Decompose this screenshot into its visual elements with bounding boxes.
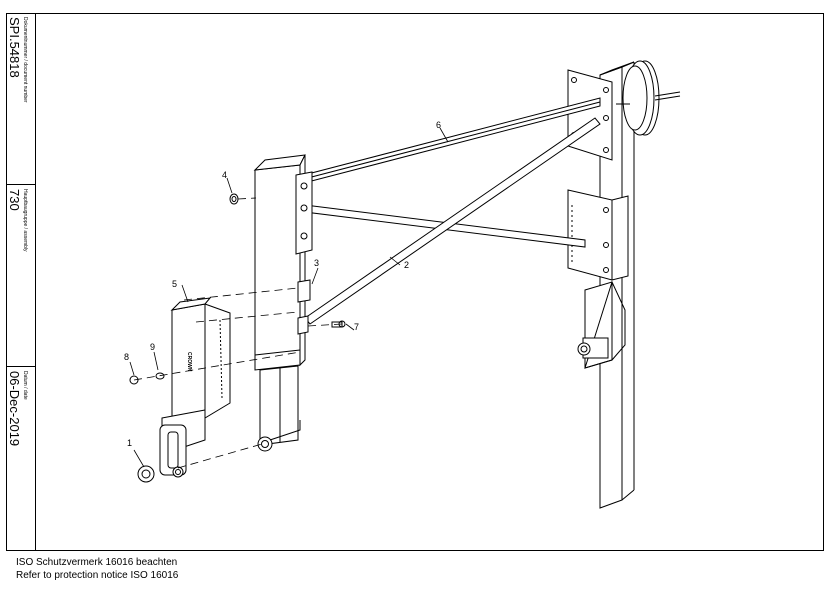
right-mid-clamp <box>567 189 629 281</box>
callout-3: 3 <box>314 258 319 268</box>
callout-4: 4 <box>222 170 227 180</box>
callout-1: 1 <box>127 438 132 448</box>
exploded-assembly-drawing: 1 2 3 4 5 6 7 8 9 CROWN <box>124 60 681 509</box>
diagonal-strut <box>304 117 601 325</box>
washer-part-1 <box>137 465 155 483</box>
leader-lines <box>129 127 449 468</box>
drawing-frame <box>6 13 824 551</box>
assembly-label: Hauptbaugruppe / assembly <box>22 189 28 252</box>
left-upright <box>253 154 313 452</box>
pulley-wheel <box>616 60 681 136</box>
left-arm <box>159 297 231 478</box>
callout-5: 5 <box>172 279 177 289</box>
protection-notice: ISO Schutzvermerk 16016 beachten Refer t… <box>16 556 178 582</box>
callout-9: 9 <box>150 342 155 352</box>
date-label: Datum / date <box>22 371 28 400</box>
right-upright <box>577 61 635 509</box>
assembly-value: 730 <box>7 189 22 211</box>
doc-number-cell: Dokumentnummer / document number SPI.548… <box>6 13 36 185</box>
right-top-plate <box>567 69 613 161</box>
callout-8: 8 <box>124 352 129 362</box>
date-cell: Datum / date 06-Dec-2019 <box>6 367 36 551</box>
nut-part-8 <box>129 375 139 385</box>
date-value: 06-Dec-2019 <box>7 371 22 447</box>
washer-part-9 <box>155 372 165 380</box>
arm-brand-lettering: CROWN <box>186 352 192 372</box>
doc-number-value: SPI.54818 <box>7 17 22 78</box>
callout-6: 6 <box>436 120 441 130</box>
nut-part-4 <box>229 193 239 205</box>
notice-line-english: Refer to protection notice ISO 16016 <box>16 570 179 581</box>
assembly-cell: Hauptbaugruppe / assembly 730 <box>6 185 36 367</box>
notice-line-german: ISO Schutzvermerk 16016 beachten <box>16 557 178 568</box>
callout-2: 2 <box>404 260 409 270</box>
title-block: Dokumentnummer / document number SPI.548… <box>6 13 36 551</box>
callout-7: 7 <box>354 322 359 332</box>
doc-number-label: Dokumentnummer / document number <box>22 17 28 103</box>
top-beam <box>299 97 601 185</box>
assembly-lines <box>133 197 343 469</box>
